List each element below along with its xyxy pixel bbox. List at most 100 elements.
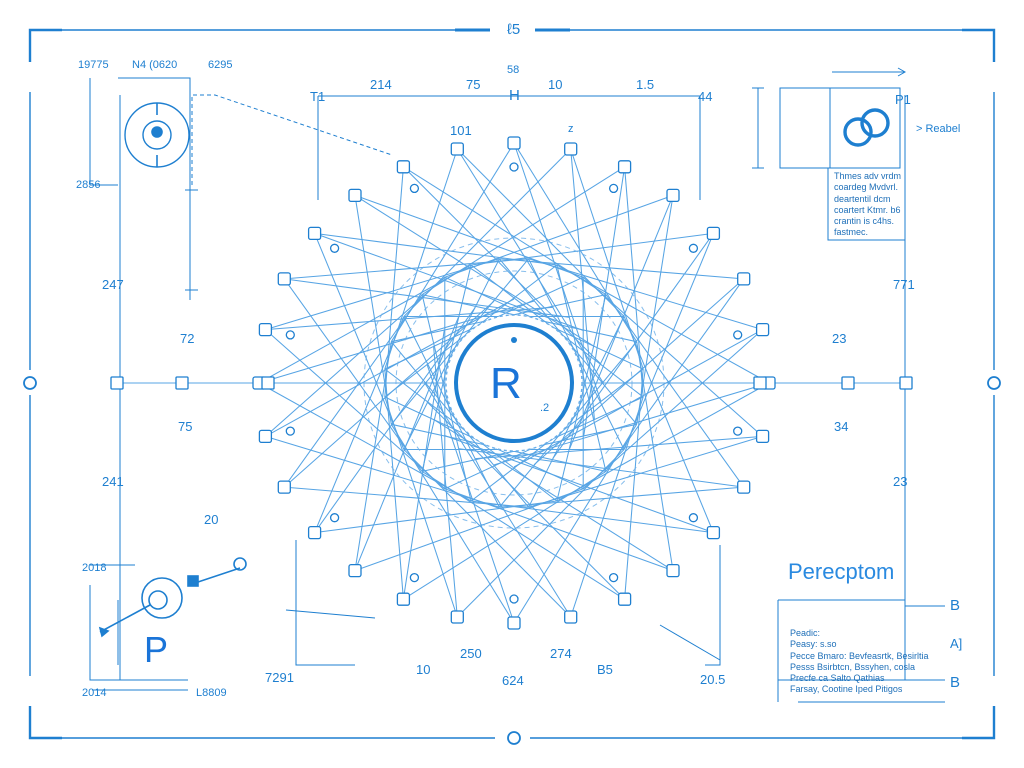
arm-node [841, 376, 855, 390]
frame-corner-tr [962, 28, 996, 62]
outer-node [348, 188, 362, 203]
frame-top-mark: ℓ5 [507, 21, 521, 38]
top-scale-label-5: 44 [698, 89, 713, 104]
bottom-label-3: 624 [502, 673, 524, 688]
inner-node [329, 513, 340, 523]
star-ray [284, 258, 529, 280]
outer-node [258, 322, 273, 337]
bl-label-2: L8809 [196, 687, 227, 699]
target-icon [98, 557, 247, 638]
star-chord [421, 294, 472, 502]
tr-box [779, 87, 901, 169]
tl-label-0: 19775 [78, 59, 109, 71]
star-ray [314, 232, 557, 266]
star-ray [384, 166, 404, 398]
br-title: Perecptom [788, 559, 895, 584]
gauge-icon [124, 102, 190, 168]
tl-label-2: 6295 [208, 59, 233, 71]
star-ray [493, 382, 770, 466]
inner-node [509, 162, 519, 172]
outer-node [277, 272, 291, 286]
frame-right-ring [987, 376, 1001, 390]
star-chord [403, 258, 500, 450]
node-label-101: 101 [450, 123, 472, 138]
outer-node [706, 226, 721, 241]
outer-node [307, 226, 322, 241]
star-chord [556, 294, 607, 502]
tick-left-top [185, 189, 198, 291]
outer-node [450, 610, 464, 624]
frame-corner-bl [28, 706, 62, 740]
outer-node [666, 188, 680, 203]
star-ray [513, 329, 763, 468]
bottom-right-arrow [659, 624, 721, 661]
star-chord [498, 258, 638, 425]
left-arrow-line [191, 94, 393, 185]
top-scale-label-3: 10 [548, 77, 563, 92]
inner-node [733, 426, 743, 436]
bottom-label-5: B5 [597, 662, 613, 677]
arm-node [110, 376, 124, 390]
outer-node [396, 592, 411, 606]
outer-nodes [110, 136, 913, 630]
frame-corner-tl [28, 28, 62, 62]
frame-bottom-ring [507, 731, 521, 745]
top-scale-label-0: T1 [310, 89, 326, 104]
star-ray [513, 142, 602, 402]
star-ray [636, 195, 674, 425]
inner-node [285, 330, 295, 340]
star-rays [120, 142, 908, 624]
star-ray [314, 316, 405, 533]
right-label-1: 23 [832, 331, 847, 346]
left-label-1: 72 [180, 331, 195, 346]
outer-node [755, 429, 770, 444]
frame-corner-br [962, 706, 996, 740]
arm-node [753, 376, 767, 390]
arm-node [899, 376, 913, 390]
outer-node [666, 563, 680, 578]
left-label-3: 241 [102, 474, 124, 489]
bl-box [89, 564, 188, 691]
star-ray [475, 435, 763, 460]
star-ray [426, 364, 515, 624]
star-ray [456, 148, 604, 384]
inner-node [608, 572, 619, 583]
star-ray [258, 264, 472, 384]
outer-node [396, 160, 411, 174]
inner-node [285, 426, 295, 436]
tr-text-box [827, 168, 905, 241]
br-side-b2: B [950, 674, 961, 691]
top-scale-label-1: 214 [370, 77, 392, 92]
bl-label-0: 2018 [82, 562, 107, 574]
outer-node [507, 616, 521, 630]
star-ray [623, 316, 714, 533]
tr-bracket [752, 87, 764, 169]
star-ray [624, 368, 644, 600]
node-label-z: z [568, 123, 574, 135]
star-ray [265, 258, 500, 331]
bottom-right-bracket [705, 545, 721, 666]
star-chord [390, 258, 530, 425]
star-ray [582, 276, 763, 437]
bottom-left-bracket [295, 540, 355, 666]
center-ring [454, 323, 574, 443]
star-ray [354, 341, 392, 571]
top-scale-label-2: 75 [466, 77, 481, 92]
top-scale-line [317, 95, 701, 200]
outer-node [277, 480, 291, 494]
star-ray [265, 329, 446, 490]
center-subscript: .2 [540, 402, 550, 414]
bottom-label-4: 274 [550, 646, 572, 661]
center-letter: R [490, 359, 522, 408]
star-chord [556, 264, 607, 472]
br-text-block: Peadic: Peasy: s.so Pecce Bmaro: Bevfeas… [790, 628, 929, 695]
star-ray [354, 194, 584, 278]
dashed-rings [363, 237, 665, 529]
bl-letter: P [144, 629, 169, 670]
frame [23, 28, 1001, 745]
star-ray [314, 232, 584, 332]
top-scale-mid: H [509, 87, 520, 104]
bl-label-1: 2014 [82, 687, 107, 699]
center-node [445, 314, 583, 452]
